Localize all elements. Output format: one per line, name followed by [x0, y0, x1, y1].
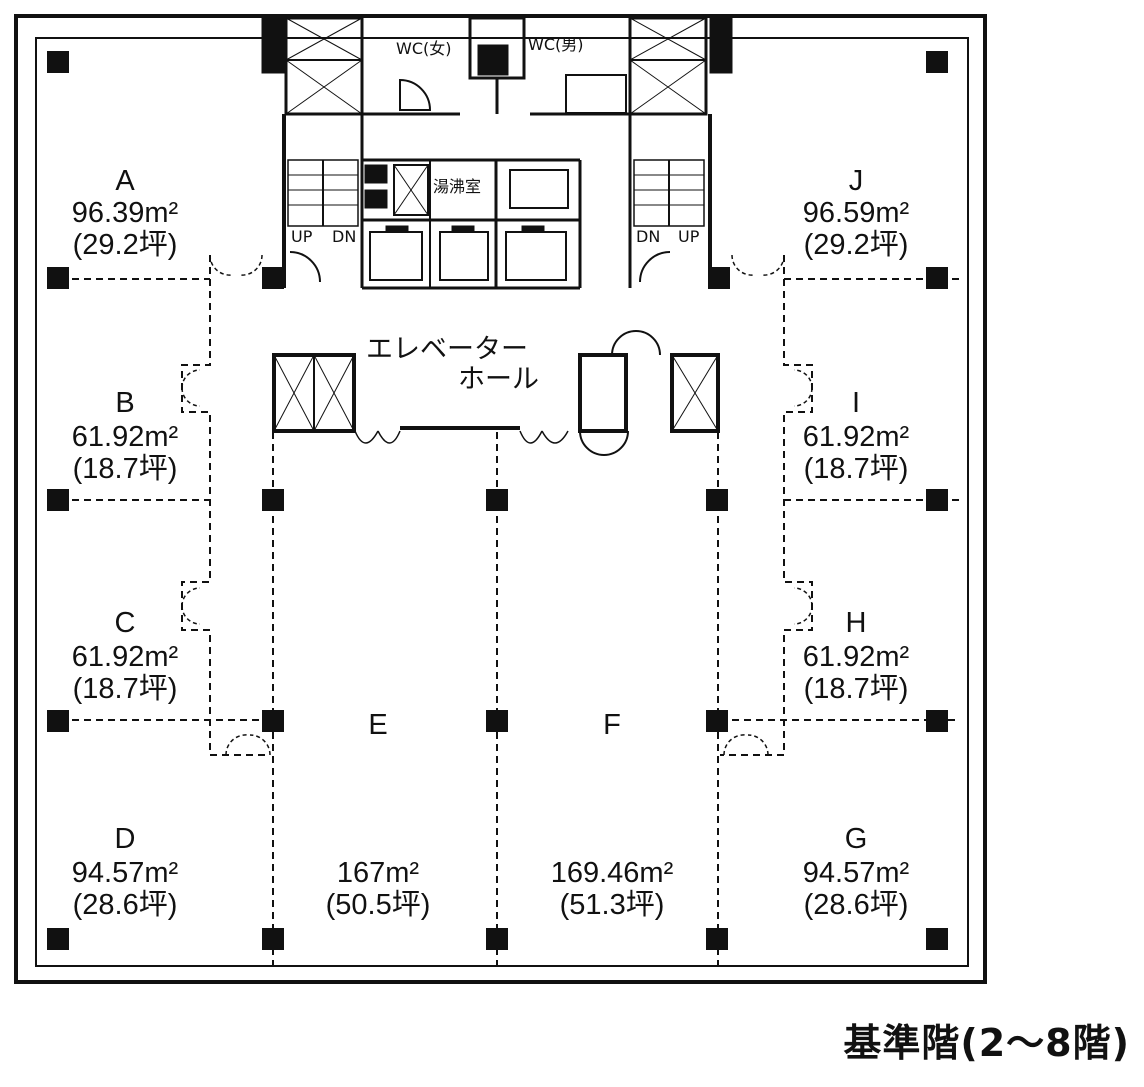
unit-c-area: 61.92m² — [72, 641, 179, 673]
unit-e-area: 167m² — [337, 857, 420, 889]
unit-g: G 94.57m² (28.6坪) — [803, 823, 910, 921]
unit-i-tsubo: (18.7坪) — [804, 452, 909, 485]
unit-a-tsubo: (29.2坪) — [73, 228, 178, 261]
unit-h: H 61.92m² (18.7坪) — [803, 607, 910, 705]
unit-d: D 94.57m² (28.6坪) — [72, 823, 179, 921]
unit-b-area: 61.92m² — [72, 421, 179, 453]
unit-e-tsubo: (50.5坪) — [326, 888, 431, 921]
unit-j-tsubo: (29.2坪) — [804, 228, 909, 261]
unit-c-id: C — [115, 607, 136, 639]
unit-f-tsubo: (51.3坪) — [560, 888, 665, 921]
unit-h-area: 61.92m² — [803, 641, 910, 673]
unit-b-tsubo: (18.7坪) — [73, 452, 178, 485]
unit-h-tsubo: (18.7坪) — [804, 672, 909, 705]
building-core — [261, 16, 733, 290]
unit-d-area: 94.57m² — [72, 857, 179, 889]
unit-b-id: B — [115, 387, 134, 419]
unit-d-id: D — [115, 823, 136, 855]
unit-c-tsubo: (18.7坪) — [73, 672, 178, 705]
kitchen-label: 湯沸室 — [433, 177, 481, 196]
unit-a: A 96.39m² (29.2坪) — [72, 165, 179, 261]
elevator-hall-label-1: エレベーター — [366, 334, 528, 365]
unit-h-id: H — [846, 607, 867, 639]
stair-right-up-label: UP — [678, 227, 700, 246]
floor-caption: 基準階(2〜8階) — [843, 1021, 1130, 1065]
unit-i-id: I — [852, 387, 860, 419]
outer-walls — [14, 14, 987, 984]
unit-i-area: 61.92m² — [803, 421, 910, 453]
unit-g-id: G — [845, 823, 868, 855]
unit-f-area: 169.46m² — [551, 857, 674, 889]
columns — [47, 51, 948, 950]
stair-right-dn-label: DN — [636, 227, 660, 246]
stair-left-dn-label: DN — [332, 227, 356, 246]
wc-male-label: WC(男) — [528, 35, 583, 54]
unit-f-id: F — [603, 709, 621, 741]
unit-g-area: 94.57m² — [803, 857, 910, 889]
unit-i: I 61.92m² (18.7坪) — [803, 387, 910, 485]
floor-plan: WC(女) WC(男) 湯沸室 UP DN DN UP エレベーター ホール A… — [14, 14, 987, 984]
unit-e-id: E — [368, 709, 387, 741]
stair-left-up-label: UP — [291, 227, 313, 246]
unit-c: C 61.92m² (18.7坪) — [72, 607, 179, 705]
unit-d-tsubo: (28.6坪) — [73, 888, 178, 921]
door-swings — [181, 254, 813, 756]
unit-f: F 169.46m² (51.3坪) — [551, 709, 674, 921]
unit-a-id: A — [115, 165, 135, 197]
unit-a-area: 96.39m² — [72, 197, 179, 229]
unit-j-area: 96.59m² — [803, 197, 910, 229]
unit-g-tsubo: (28.6坪) — [804, 888, 909, 921]
elevator-hall — [272, 330, 720, 456]
tenant-partitions — [60, 255, 960, 966]
unit-j-id: J — [849, 165, 864, 197]
unit-e: E 167m² (50.5坪) — [326, 709, 431, 921]
elevator-hall-label-2: ホール — [458, 364, 539, 395]
unit-j: J 96.59m² (29.2坪) — [803, 165, 910, 261]
unit-b: B 61.92m² (18.7坪) — [72, 387, 179, 485]
wc-female-label: WC(女) — [396, 39, 451, 58]
